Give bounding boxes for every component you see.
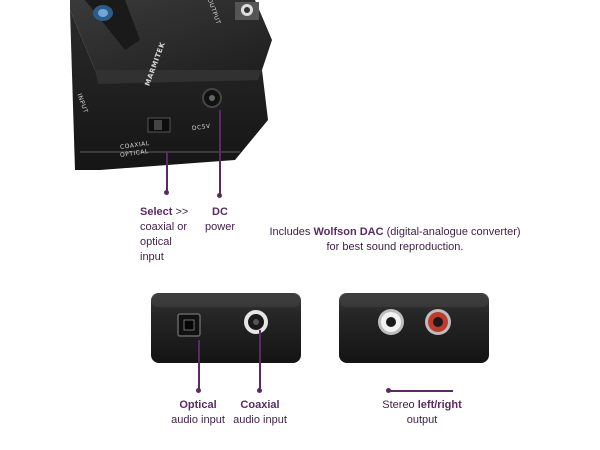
select-label-line4: input	[140, 251, 164, 263]
stereo-label-line2: output	[406, 414, 438, 426]
stereo-callout-line	[389, 390, 453, 392]
select-label-line2: coaxial or	[140, 221, 188, 233]
wolfson-line2: for best sound reproduction.	[326, 241, 464, 253]
wolfson-description: Includes Wolfson DAC (digital-analogue c…	[262, 225, 528, 255]
stereo-label-pre: Stereo	[382, 399, 418, 411]
dc-callout-line	[219, 110, 221, 194]
select-callout-line	[166, 152, 168, 192]
select-label: Select >> coaxial or optical input	[140, 205, 220, 265]
coaxial-label-bold: Coaxial	[240, 399, 280, 411]
input-side-device-photo	[148, 290, 308, 370]
stereo-label: Stereo left/right output	[370, 398, 474, 428]
wolfson-bold: Wolfson DAC	[313, 226, 384, 238]
coaxial-callout-dot	[257, 388, 262, 393]
optical-label: Optical audio input	[160, 398, 236, 428]
coaxial-callout-line	[259, 330, 261, 392]
stereo-label-bold: left/right	[417, 399, 462, 411]
coaxial-label: Coaxial audio input	[222, 398, 298, 428]
top-device-photo	[0, 0, 280, 200]
wolfson-post: (digital-analogue converter)	[383, 226, 521, 238]
wolfson-pre: Includes	[269, 226, 314, 238]
select-label-arrows: >>	[172, 206, 189, 218]
optical-callout-line	[198, 340, 200, 392]
dc-label-line2: power	[205, 221, 235, 233]
coaxial-label-line2: audio input	[233, 414, 287, 426]
select-callout-dot	[164, 190, 169, 195]
dc-label: DC power	[198, 205, 242, 235]
optical-callout-dot	[196, 388, 201, 393]
optical-label-line2: audio input	[171, 414, 225, 426]
select-label-line3: optical	[140, 236, 172, 248]
stereo-callout-dot	[386, 388, 391, 393]
output-side-device-photo	[336, 290, 496, 370]
optical-label-bold: Optical	[179, 399, 217, 411]
select-label-bold: Select	[140, 206, 173, 218]
dc-label-bold: DC	[212, 206, 228, 218]
dc-callout-dot	[217, 193, 222, 198]
